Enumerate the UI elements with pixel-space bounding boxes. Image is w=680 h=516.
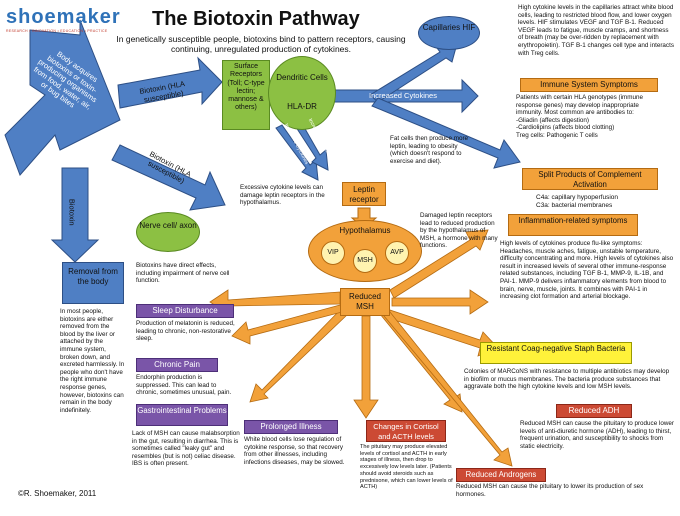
resistant-staph-title: Resistant Coag-negative Staph Bacteria [480, 342, 632, 364]
damaged-leptin-text: Damaged leptin receptors lead to reduced… [420, 212, 498, 250]
sleep-disturbance-title: Sleep Disturbance [136, 304, 234, 318]
reduced-adh-description: Reduced MSH can cause the pituitary to p… [520, 420, 675, 450]
prolonged-illness-title: Prolonged Illness [244, 420, 338, 434]
msh-arrow-right [391, 289, 489, 315]
split-products-arrow [371, 97, 521, 169]
avp-circle: AVP [385, 241, 409, 265]
resistant-staph-description: Colonies of MARCoNS with resistance to m… [464, 368, 670, 391]
increased-cytokines-arrow-2 [275, 124, 319, 181]
split-products-title: Split Products of Complement Activation [522, 168, 658, 190]
excessive-cytokine-text: Excessive cytokine levels can damage lep… [240, 184, 325, 207]
msh-arrow-down [353, 315, 379, 419]
chronic-pain-title: Chronic Pain [136, 358, 218, 372]
immune-symptoms-description: Patients with certain HLA genotypes (imm… [516, 94, 644, 139]
page-subtitle: In genetically susceptible people, bioto… [116, 34, 406, 54]
msh-arrow-far-se [383, 311, 513, 467]
biotoxin-down-label: Biotoxin [67, 198, 77, 226]
capillaries-hif-circle: Capillaries HIF [418, 16, 480, 50]
inflammation-title: Inflammation-related symptoms [508, 214, 638, 236]
removal-box: Removal from the body [62, 262, 124, 304]
msh-arrow-left-down [231, 304, 343, 345]
surface-receptors-box: Surface Receptors (Toll; C-type lectin; … [222, 60, 270, 130]
dendritic-cells-circle: Dendritic Cells HLA-DR [268, 56, 336, 130]
logo: shoemaker RESEARCH • INNOVATION • EDUCAT… [6, 6, 121, 33]
msh-arrow-ne [389, 229, 489, 299]
page-title: The Biotoxin Pathway [152, 8, 360, 30]
nerve-cell-circle: Nerve cell/ axon [136, 212, 200, 252]
inflammation-description: High levels of cytokines produce flu-lik… [500, 240, 674, 301]
logo-text: shoemaker [6, 6, 121, 28]
biotoxin-down-arrow [50, 167, 100, 263]
increased-cytokines-arrow [327, 78, 479, 114]
biotoxin-arrow-1 [117, 56, 223, 109]
cortisol-acth-description: The pituitary may produce elevated level… [360, 444, 453, 491]
copyright: ©R. Shoemaker, 2011 [18, 489, 97, 498]
dendritic-cells-label: Dendritic Cells [276, 73, 328, 82]
reduced-msh-box: Reduced MSH [340, 288, 390, 316]
sleep-disturbance-description: Production of melatonin is reduced, lead… [136, 320, 235, 343]
gastrointestinal-title: Gastrointestinal Problems [136, 404, 228, 426]
nerve-description: Biotoxins have direct effects, including… [136, 262, 230, 285]
reduced-androgens-title: Reduced Androgens [456, 468, 546, 482]
prolonged-illness-description: White blood cells lose regulation of cyt… [244, 436, 345, 466]
hypothalamus-label: Hypothalamus [339, 226, 391, 235]
cortisol-acth-title: Changes in Cortisol and ACTH levels [366, 420, 446, 442]
capillaries-description: High cytokine levels in the capillaries … [518, 4, 674, 57]
immune-symptoms-title: Immune System Symptoms [520, 78, 658, 92]
gastrointestinal-description: Lack of MSH can cause malabsorption in t… [132, 430, 240, 468]
reduced-adh-title: Reduced ADH [556, 404, 632, 418]
acquire-arrow [4, 19, 121, 176]
capillaries-arrow [369, 39, 459, 103]
removal-description: In most people, biotoxins are either rem… [60, 308, 125, 414]
logo-tagline: RESEARCH • INNOVATION • EDUCATION • PRAC… [6, 29, 108, 33]
msh-arrow-sw [249, 307, 349, 403]
hla-dr-label: HLA-DR [287, 102, 317, 111]
biotoxin-arrow-2 [111, 144, 226, 211]
hypothalamus-ellipse: Hypothalamus VIP MSH AVP [308, 220, 422, 282]
leptin-receptor-box: Leptin receptor [342, 182, 386, 206]
vip-circle: VIP [321, 241, 345, 265]
chronic-pain-description: Endorphin production is suppressed. This… [136, 374, 232, 397]
msh-circle: MSH [353, 249, 377, 273]
fat-cells-text: Fat cells then produce more leptin, lead… [390, 135, 469, 165]
reduced-androgens-description: Reduced MSH can cause the pituitary to l… [456, 483, 644, 498]
increased-cytokines-label: Increased Cytokines [369, 91, 437, 100]
split-products-description: C4a: capillary hypoperfusion C3a: bacter… [536, 194, 619, 209]
